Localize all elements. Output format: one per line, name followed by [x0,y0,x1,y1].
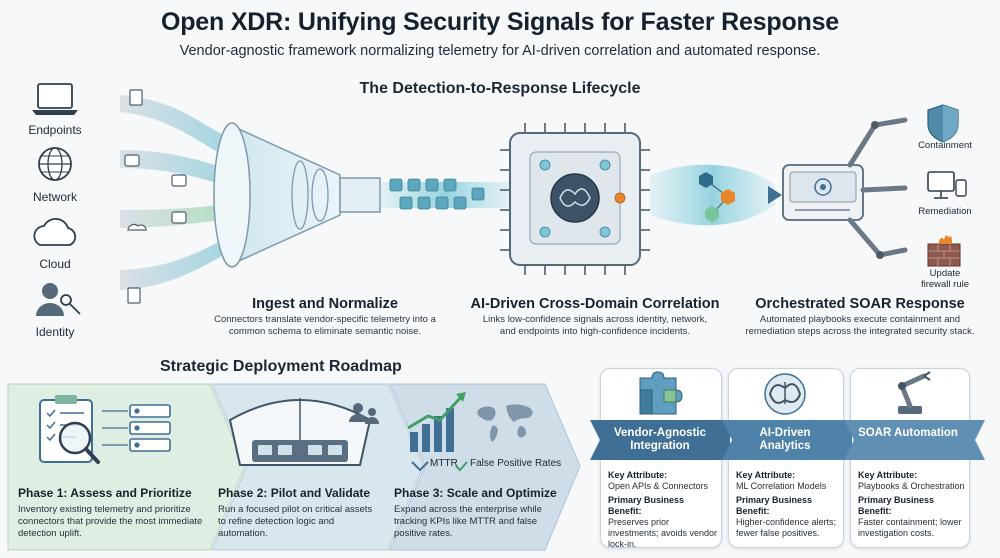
stage-title-ingest: Ingest and Normalize [252,296,398,312]
card-banner-integration: Vendor-Agnostic Integration [613,427,706,452]
feature-card-art [590,371,985,460]
server-stack-icon [129,404,171,452]
puzzle-icon [639,371,683,415]
normalized-hex-blocks [389,178,485,210]
source-label-cloud: Cloud [39,257,71,271]
card-benefit-value: Preserves prior investments; avoids vend… [608,517,718,549]
source-label-network: Network [32,190,77,204]
cloud-mini-icon [127,223,147,231]
card-key-value: Playbooks & Orchestration [858,481,965,491]
world-map-icon [477,404,533,442]
document-icons [124,89,187,304]
ai-correlation-chip [500,123,650,275]
mttr-down-icon [411,461,429,472]
phase2-desc: Run a focused pilot on critical assets t… [218,504,373,539]
phase2-title: Phase 2: Pilot and Validate [218,486,371,500]
soar-console [782,164,864,221]
shield-icon [927,104,959,143]
robot-arm-icon [898,371,931,414]
stage-title-soar: Orchestrated SOAR Response [755,296,965,312]
brain-icon [764,373,806,415]
lifecycle-title: The Detection-to-Response Lifecycle [359,80,641,97]
source-label-identity: Identity [35,325,75,339]
card-key-label: Key Attribute: [608,470,668,480]
phase3-title: Phase 3: Scale and Optimize [394,486,557,500]
users-icon [349,403,379,424]
growth-chart-icon [407,392,466,452]
flow-arrow [768,186,782,204]
phase1-title: Phase 1: Assess and Prioritize [18,486,192,500]
firewall-icon [927,235,961,267]
card-key-label: Key Attribute: [736,470,796,480]
card-key-value: Open APIs & Connectors [608,481,709,491]
card-key-label: Key Attribute: [858,470,918,480]
card-banner-analytics: AI-Driven Analytics [759,427,811,452]
globe-icon [38,147,72,181]
kpi-false-positive-rates: False Positive Rates [470,458,562,469]
cockpit-icon [228,398,372,466]
stage-desc-correlation: Links low-confidence signals across iden… [482,314,708,337]
stage-desc-ingest: Connectors translate vendor-specific tel… [214,314,436,337]
card-banner-soar: SOAR Automation [858,427,958,439]
card-benefit-value: Faster containment; lower investigation … [858,517,962,538]
ingest-funnel [213,122,381,268]
phase3-desc: Expand across the enterprise while track… [394,504,542,539]
card-benefit-label: Primary Business Benefit: [608,495,685,516]
roadmap-title: Strategic Deployment Roadmap [160,358,402,375]
card-key-value: ML Correlation Models [736,481,827,491]
lifecycle-diagram [32,83,967,316]
correlated-stream [650,164,775,226]
page-subtitle: Vendor-agnostic framework normalizing te… [179,43,821,59]
monitor-icon [927,171,967,199]
card-benefit-label: Primary Business Benefit: [858,495,935,516]
card-body-integration: Key Attribute: Open APIs & Connectors Pr… [608,470,718,550]
source-label-endpoints: Endpoints [28,123,82,137]
phase1-desc: Inventory existing telemetry and priorit… [18,504,203,539]
action-label-remediation: Remediation [918,206,972,217]
magnifier-icon [58,421,100,464]
page-title: Open XDR: Unifying Security Signals for … [160,8,840,36]
card-benefit-label: Primary Business Benefit: [736,495,813,516]
action-label-firewall: Update firewall rule [920,268,970,290]
kpi-mttr: MTTR [430,458,458,469]
fpr-check-icon [455,461,468,472]
user-key-icon [36,283,81,316]
cloud-icon [33,217,77,246]
stage-desc-soar: Automated playbooks execute containment … [745,314,975,337]
card-body-analytics: Key Attribute: ML Correlation Models Pri… [736,470,842,539]
roadmap-chevrons [7,383,581,551]
card-banners [590,420,985,460]
card-benefit-value: Higher-confidence alerts; fewer false po… [736,517,837,538]
action-label-containment: Containment [918,140,972,151]
card-body-soar: Key Attribute: Playbooks & Orchestration… [858,470,968,539]
laptop-icon [32,83,78,115]
stage-title-correlation: AI-Driven Cross-Domain Correlation [470,296,720,312]
correlated-incident-graph [699,172,735,222]
